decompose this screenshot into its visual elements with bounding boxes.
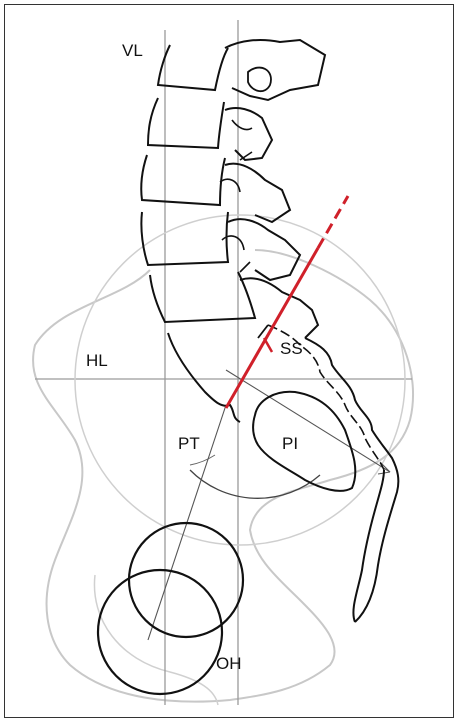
perpendicular-line (226, 370, 390, 472)
vertebra-l3 (141, 155, 225, 205)
endplate-tick-2 (240, 262, 250, 272)
reference-circle (75, 215, 405, 545)
label-hl: HL (86, 352, 108, 369)
vertebra-l5 (150, 272, 255, 322)
label-pi: PI (282, 435, 298, 452)
vertebra-l1 (158, 45, 228, 90)
coccyx (353, 470, 384, 622)
sacral-slope-tick (264, 338, 272, 352)
pelvic-incidence-arc (190, 470, 320, 498)
sacral-slope-line (226, 248, 318, 408)
label-oh: OH (216, 655, 242, 672)
posterior-elements-l3 (225, 164, 290, 222)
femoral-head-upper (129, 523, 243, 637)
posterior-elements-l1 (225, 40, 325, 100)
femoral-head-lower (98, 570, 222, 694)
vertebra-l2 (148, 98, 224, 148)
label-vl: VL (122, 42, 143, 59)
pelvic-tilt-arc (190, 455, 215, 465)
facet-l4 (222, 236, 244, 250)
sacral-slope-extension (318, 196, 348, 248)
label-pt: PT (178, 435, 200, 452)
posterior-elements-l2 (225, 108, 272, 160)
label-ss: SS (280, 340, 303, 357)
facet-l1 (248, 68, 271, 92)
sacrum-anterior (168, 333, 240, 422)
acetabulum-outline (94, 575, 218, 705)
sacrum-posterior (305, 338, 398, 622)
facet-l2 (232, 120, 252, 130)
facet-l3 (220, 179, 240, 192)
